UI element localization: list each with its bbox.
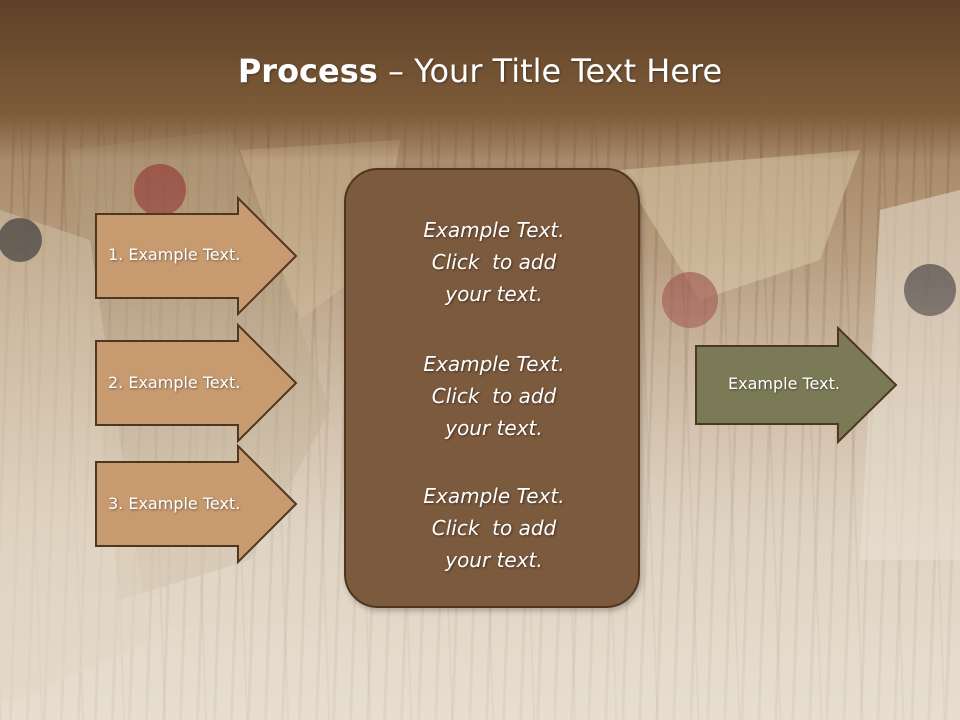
center-text-box[interactable]: Example Text. Click to add your text. Ex… <box>344 168 640 608</box>
paragraph-line: your text. <box>445 282 543 306</box>
paragraph-line: Click to add <box>431 516 557 540</box>
slide-title[interactable]: Process – Your Title Text Here <box>0 52 960 90</box>
paragraph-line: Example Text. <box>423 484 565 508</box>
center-paragraph-3: Example Text. Click to add your text. <box>346 480 642 576</box>
title-rest-part: – Your Title Text Here <box>377 52 723 90</box>
title-band <box>0 0 960 160</box>
title-bold-part: Process <box>237 52 378 90</box>
step-arrow-3[interactable] <box>95 443 298 565</box>
paragraph-line: your text. <box>445 548 543 572</box>
paragraph-line: Click to add <box>431 384 557 408</box>
step-1-label: 1. Example Text. <box>108 245 241 264</box>
result-label: Example Text. <box>728 374 840 393</box>
paragraph-line: Example Text. <box>423 352 565 376</box>
paragraph-line: Example Text. <box>423 218 565 242</box>
step-arrow-2[interactable] <box>95 322 298 444</box>
paragraph-line: your text. <box>445 416 543 440</box>
step-3-label: 3. Example Text. <box>108 494 241 513</box>
center-paragraph-2: Example Text. Click to add your text. <box>346 348 642 444</box>
paragraph-line: Click to add <box>431 250 557 274</box>
step-2-label: 2. Example Text. <box>108 373 241 392</box>
step-arrow-1[interactable] <box>95 195 298 317</box>
center-paragraph-1: Example Text. Click to add your text. <box>346 214 642 310</box>
result-arrow[interactable] <box>695 325 898 445</box>
